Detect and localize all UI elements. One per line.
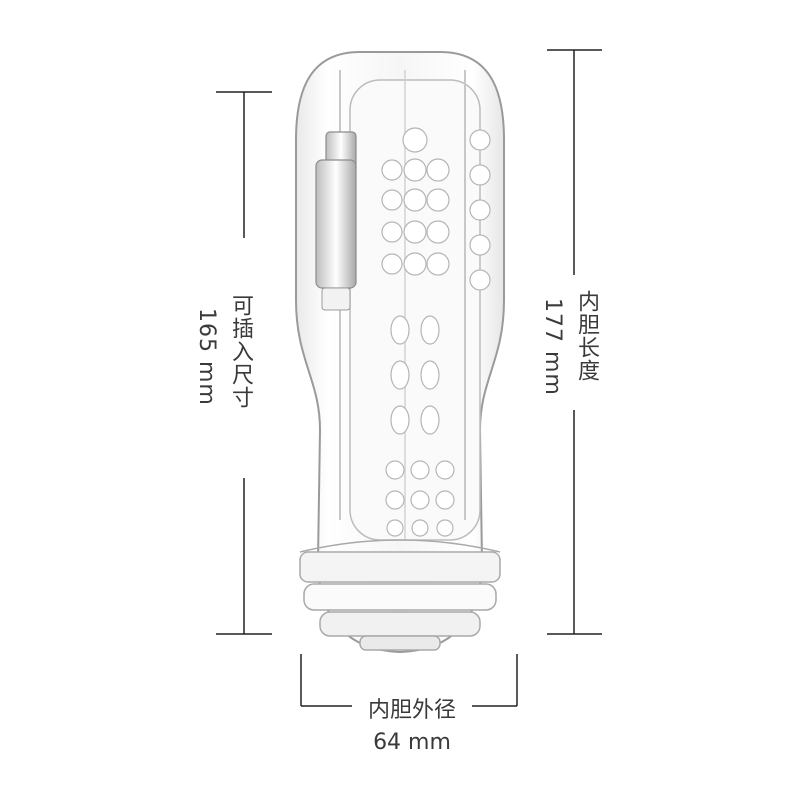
vibrator-capsule xyxy=(315,131,357,311)
insert-length-value: 165 mm xyxy=(194,308,219,406)
dimension-inner-diameter xyxy=(300,654,518,707)
cup-base xyxy=(299,539,501,651)
inner-length-label: 内胆长度 xyxy=(574,290,599,382)
insert-length-label: 可插入尺寸 xyxy=(228,294,253,409)
inner-diameter-value: 64 mm xyxy=(373,730,451,755)
dimension-inner-length xyxy=(547,49,602,635)
inner-diameter-label: 内胆外径 xyxy=(367,698,456,723)
dimension-insert-length xyxy=(216,91,272,635)
inner-texture-bubbles xyxy=(381,127,491,537)
inner-length-value: 177 mm xyxy=(540,298,565,396)
